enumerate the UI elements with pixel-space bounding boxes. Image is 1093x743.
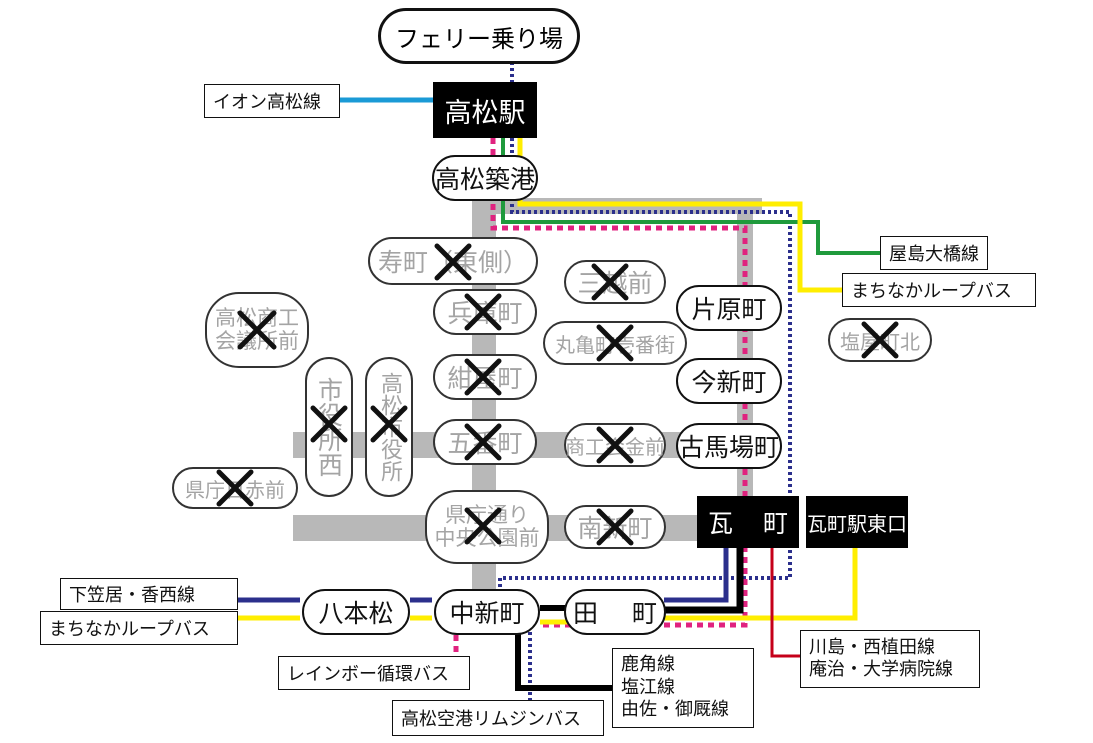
ferry-terminal[interactable]: フェリー乗り場 (378, 8, 580, 64)
stop-kawaramachi-label-right: 町 (763, 509, 789, 538)
stop-yahonmatsu-label: 八本松 (318, 599, 394, 628)
closed-stop-gofuku: 五番町 (433, 419, 537, 465)
label-south-lines-2: 塩江線 (621, 676, 675, 698)
shimokasai-route-east (664, 548, 729, 603)
label-south-lines: 鹿角線 塩江線 由佐・御厩線 (612, 648, 754, 728)
closed-stop-city-office-west-label: 市役所西 (314, 377, 344, 477)
closed-stop-minami-shinmachi-label: 南新町 (577, 514, 653, 543)
closed-stop-kotobuki: 寿町（東側） (368, 237, 538, 285)
south-lines-route (515, 633, 612, 691)
label-kawashima-lines-2: 庵治・大学病院線 (809, 659, 953, 680)
closed-stop-chamber-line1: 高松商工 (215, 305, 299, 330)
label-rainbow-bus-text: レインボー循環バス (287, 664, 449, 685)
label-kawashima-lines: 川島・西植田線 庵治・大学病院線 (800, 630, 980, 688)
label-loop-bus-left: まちなかループバス (40, 611, 238, 645)
stop-kawaramachi-east[interactable]: 瓦町駅東口 (806, 496, 908, 548)
label-airport-bus-text: 高松空港リムジンバス (401, 709, 581, 730)
closed-stop-hyogo: 兵庫町 (433, 289, 537, 335)
label-loop-bus-right: まちなかループバス (842, 273, 1036, 307)
closed-stop-minami-shinmachi: 南新町 (564, 505, 666, 549)
stop-imashin-machi[interactable]: 今新町 (676, 358, 782, 404)
stop-takamatsu-chikko-label: 高松築港 (434, 165, 535, 194)
stop-nakashin-machi-label: 中新町 (449, 599, 525, 628)
closed-stop-shoko-kin: 商工会金前 (564, 423, 666, 467)
loop-bus-route-east (664, 548, 858, 621)
closed-stop-chamber: 高松商工 会議所前 (205, 292, 309, 368)
label-aeon-line-text: イオン高松線 (213, 92, 321, 113)
closed-stop-konya-label: 紺屋町 (447, 364, 523, 393)
takamatsu-station[interactable]: 高松駅 (433, 82, 537, 138)
stop-katahara-machi[interactable]: 片原町 (676, 285, 782, 331)
label-shimokasai-line: 下笠居・香西線 (60, 578, 238, 610)
closed-stop-gofuku-label: 五番町 (447, 429, 523, 458)
stop-kawaramachi-east-label: 瓦町駅東口 (807, 511, 907, 536)
label-airport-bus: 高松空港リムジンバス (392, 700, 604, 736)
closed-stop-shiomi-kita-label: 塩屋町北 (840, 329, 920, 354)
closed-stop-marugame-label: 丸亀町壱番街 (555, 332, 675, 357)
label-shimokasai-line-text: 下笠居・香西線 (69, 585, 195, 606)
label-south-lines-1: 鹿角線 (621, 654, 675, 676)
stop-den-machi-label-right: 町 (632, 599, 658, 628)
closed-stop-kencho-dori-line1: 県庁通り (445, 502, 529, 527)
ferry-terminal-label: フェリー乗り場 (395, 24, 563, 53)
closed-stop-takamatsu-city-office-label: 高松市役所 (377, 372, 402, 482)
label-south-lines-3: 由佐・御厩線 (621, 699, 729, 721)
closed-stop-kotobuki-label: 寿町（東側） (377, 248, 528, 277)
closed-stop-chamber-line2: 会議所前 (215, 329, 299, 353)
stop-imashin-machi-label: 今新町 (691, 368, 767, 397)
takamatsu-station-label: 高松駅 (444, 97, 526, 129)
label-loop-bus-right-text: まちなかループバス (851, 281, 1012, 302)
closed-stop-mitsukoshi: 三越前 (564, 260, 666, 304)
stop-den-machi-label-left: 田 (572, 599, 598, 628)
closed-stop-mitsukoshi-label: 三越前 (577, 269, 653, 298)
stop-yahonmatsu[interactable]: 八本松 (302, 589, 410, 635)
closed-stop-kencho-dori-line2: 中央公園前 (434, 526, 540, 550)
closed-stop-kencho-dori-label: 県庁通り 中央公園前 (434, 502, 540, 550)
label-loop-bus-left-text: まちなかループバス (49, 619, 210, 640)
closed-stop-kencho-dori: 県庁通り 中央公園前 (425, 490, 549, 564)
kotoden-black-route-east (664, 548, 744, 614)
stop-kobaba-machi[interactable]: 古馬場町 (676, 423, 782, 469)
closed-stop-konya: 紺屋町 (433, 354, 537, 400)
stop-nakashin-machi[interactable]: 中新町 (434, 589, 540, 635)
label-yashima-line-text: 屋島大橋線 (889, 244, 979, 265)
closed-stop-kencho-higashi: 県庁日赤前 (172, 467, 298, 509)
yashima-route (501, 138, 880, 255)
closed-stop-city-office-west: 市役所西 (305, 357, 353, 497)
stop-kawaramachi[interactable]: 瓦 町 (697, 496, 799, 548)
closed-stop-kencho-higashi-label: 県庁日赤前 (185, 477, 285, 502)
kawashima-route (770, 548, 800, 658)
stop-katahara-machi-label: 片原町 (691, 295, 767, 324)
closed-stop-chamber-label: 高松商工 会議所前 (215, 305, 299, 353)
stop-takamatsu-chikko[interactable]: 高松築港 (432, 155, 538, 201)
closed-stop-shiomi-kita: 塩屋町北 (828, 318, 932, 362)
closed-stop-takamatsu-city-office: 高松市役所 (365, 357, 413, 497)
label-kawashima-lines-1: 川島・西植田線 (809, 636, 935, 658)
label-aeon-line: イオン高松線 (204, 84, 340, 118)
closed-stop-marugame: 丸亀町壱番街 (543, 321, 687, 365)
label-rainbow-bus: レインボー循環バス (278, 656, 470, 690)
stop-kobaba-machi-label: 古馬場町 (678, 433, 779, 462)
closed-stop-shoko-kin-label: 商工会金前 (565, 434, 665, 459)
stop-kawaramachi-label-left: 瓦 (707, 509, 733, 538)
stop-den-machi[interactable]: 田 町 (564, 589, 666, 635)
label-yashima-line: 屋島大橋線 (880, 236, 988, 270)
closed-stop-hyogo-label: 兵庫町 (447, 299, 523, 328)
